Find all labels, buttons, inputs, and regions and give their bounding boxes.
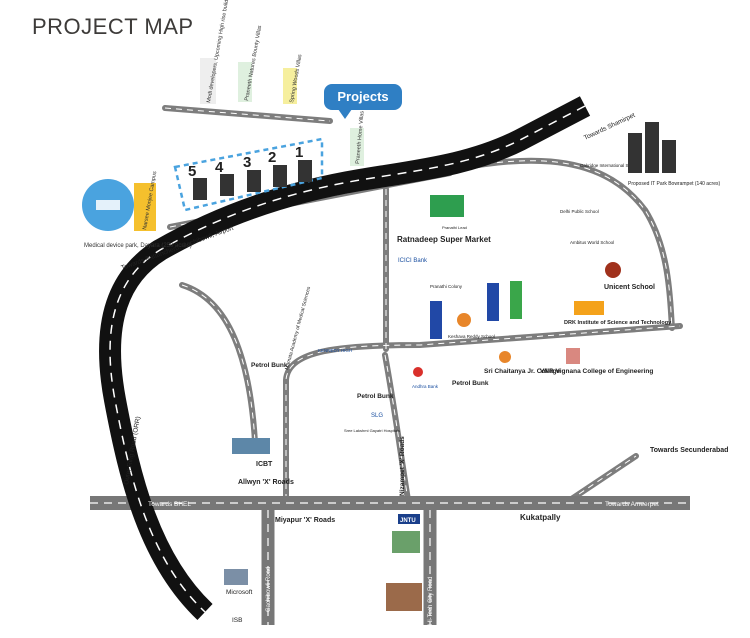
icbt-icon <box>232 438 270 454</box>
building-4-icon <box>220 174 234 196</box>
building-5-icon <box>193 178 207 200</box>
label-gachibowli-road: Gachibowli Road <box>266 567 272 612</box>
unicent-icon <box>605 262 621 278</box>
label-icici: ICICI Bank <box>398 258 428 264</box>
medical-park: Medical device park, Dayara (250 acres) <box>82 179 192 249</box>
project-number-2: 2 <box>268 149 276 166</box>
label-pranathi-colony: Pranathi Colony <box>430 284 463 289</box>
label-jntu: JNTU <box>400 518 416 524</box>
andhra-icon <box>413 367 423 377</box>
label-medical: Medical device park, Dayara (250 acres) <box>84 243 192 249</box>
project-number-4: 4 <box>215 159 224 176</box>
label-microsoft: Microsoft <box>226 589 253 596</box>
label-drk: DRK Institute of Science and Technology <box>564 320 672 326</box>
tag-prannath: Praneeth Home Villas <box>355 111 366 165</box>
vnr-icon <box>566 348 580 364</box>
outer-ring-road <box>99 96 591 620</box>
label-it-park: Proposed IT Park Bowrampet (140 acres) <box>628 181 721 187</box>
projects-cluster: 5 4 3 2 1 <box>173 137 324 212</box>
label-hitech: Hi-Tech City Road <box>428 577 434 625</box>
pranathi-lead-icon <box>430 195 464 217</box>
label-chaitanya: Sri Chaitanya Jr. College <box>484 368 561 375</box>
label-kukatpally: Kukatpally <box>520 513 561 522</box>
building-1-icon <box>298 160 312 182</box>
project-number-3: 3 <box>243 154 251 171</box>
hitech-building-icon <box>386 583 422 611</box>
keshava-icon <box>457 313 471 327</box>
road-left-loop <box>179 282 258 445</box>
label-ameerpet: Towards Ameerpet <box>605 501 659 508</box>
vertical-roads <box>261 510 437 625</box>
label-secunderabad: Towards Secunderabad <box>650 447 728 454</box>
label-ambitus: Ambitus World School <box>570 240 614 245</box>
label-andhra: Andhra Bank <box>412 384 439 389</box>
label-petrol-2: Petrol Bunk <box>357 393 394 400</box>
label-delhi: Delhi Public School <box>560 209 599 214</box>
it-park-icon <box>628 122 676 173</box>
label-slg: SLG <box>371 413 383 419</box>
projects-callout: Projects <box>324 84 402 119</box>
label-vnr: VNR Vignana College of Engineering <box>540 368 653 375</box>
building-2-icon <box>273 165 287 187</box>
label-bhel: Towards BHEL <box>148 501 191 508</box>
project-number-5: 5 <box>188 163 196 180</box>
label-kennedy: KENNEDY HIGH <box>318 348 352 353</box>
label-petrol-3: Petrol Bunk <box>452 380 489 387</box>
label-keshava: Keshava Reddy School <box>448 334 495 339</box>
tag-modi: Modi developers, Upcoming High rise buil… <box>206 0 232 103</box>
chaitanya-icon <box>499 351 511 363</box>
microsoft-icon <box>224 569 248 585</box>
label-allwyn: Allwyn 'X' Roads <box>238 479 294 486</box>
road-nizampet <box>382 352 411 503</box>
label-nizampet: Nizampet 'X' Roads <box>399 436 406 496</box>
label-ratnadeep: Ratnadeep Super Market <box>397 235 491 244</box>
label-miyapur: Miyapur 'X' Roads <box>275 517 335 524</box>
project-number-1: 1 <box>295 144 303 161</box>
page-title: PROJECT MAP <box>32 14 194 39</box>
label-sree-lakshmi: Sree Lakshmi Gayatri Hospitals <box>344 428 400 433</box>
label-isb: ISB <box>232 617 242 624</box>
jntu-icon <box>392 531 420 553</box>
label-pranathi: Pranathi Lead <box>442 225 467 230</box>
building-3-icon <box>247 170 261 192</box>
label-petrol-1: Petrol Bunk <box>251 362 288 369</box>
label-icbt: ICBT <box>256 461 273 468</box>
drk-icon <box>574 301 604 315</box>
label-oakridge: Oakridge International School <box>580 163 639 168</box>
label-unicent: Unicent School <box>604 284 655 291</box>
project-buildings <box>193 160 312 200</box>
projects-box <box>173 137 324 212</box>
